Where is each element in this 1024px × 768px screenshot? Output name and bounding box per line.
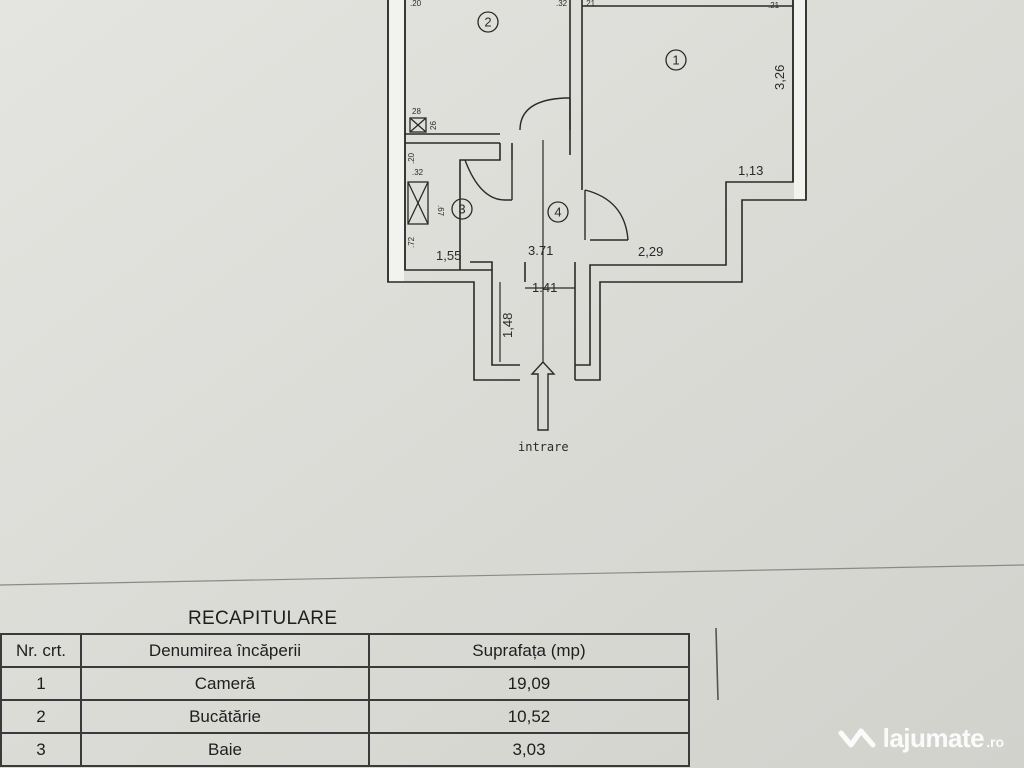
doors [464,97,629,241]
dim-hall-width: 1.41 [532,280,557,295]
lajumate-logo-icon [838,728,876,747]
dim-room1-height: 3,26 [772,65,787,90]
room-number-1: 1 [672,53,679,68]
header-nr: Nr. crt. [0,633,82,668]
room-marker-3 [451,198,473,220]
small-dim: .21 [768,1,780,10]
sheet-fold-line [0,564,1024,586]
watermark-text: lajumate [882,723,985,753]
recap-title: RECAPITULARE [188,608,338,629]
row-name: Cameră [80,666,370,701]
dim-entry-length: 1,48 [500,313,515,338]
row-area: 3,03 [368,732,690,767]
hall-dimension-line [499,140,575,362]
small-dimension-labels: 28 26 .20 .32 .67 .72 .20 .32 .21 .21 [407,0,780,248]
small-dim: .67 [436,205,445,217]
room-markers: 2 1 3 4 [451,11,687,223]
small-dim: 28 [412,107,421,116]
row-nr: 3 [0,732,82,767]
dimension-labels: 3,26 1,13 2,29 3.71 1.41 1,48 1,55 [436,65,787,338]
dim-bath-width: 1,55 [436,248,461,263]
walls-outline [387,0,807,282]
header-area: Suprafața (mp) [368,633,690,668]
dim-room1-step: 1,13 [738,163,763,178]
row-area: 19,09 [368,666,690,701]
row-name: Baie [80,732,370,767]
room-number-4: 4 [554,205,561,220]
table-row: 3 Baie 3,03 [0,732,690,767]
ventilation-shafts [407,117,429,225]
small-dim: .21 [584,0,596,8]
small-dim: 26 [429,121,438,130]
table-edge-right [715,627,719,701]
small-dim: .32 [412,168,424,177]
room-marker-2 [477,11,499,33]
row-area: 10,52 [368,699,690,734]
entry-arrow-icon [530,360,556,431]
wall-fill [389,0,805,281]
row-nr: 1 [0,666,82,701]
room-marker-1 [665,49,687,71]
watermark: lajumate .ro [837,723,1004,754]
dim-room1-width: 2,29 [638,244,663,259]
small-dim: .32 [556,0,568,8]
recap-table: Nr. crt. Denumirea încăperii Suprafața (… [0,633,690,767]
room-number-2: 2 [484,15,491,30]
room-marker-4 [547,201,569,223]
row-name: Bucătărie [80,699,370,734]
dim-hall-length: 3.71 [528,243,553,258]
table-header-row: Nr. crt. Denumirea încăperii Suprafața (… [0,633,690,668]
entrance-label: intrare [518,440,569,454]
row-nr: 2 [0,699,82,734]
table-row: 1 Cameră 19,09 [0,666,690,701]
header-room-name: Denumirea încăperii [80,633,370,668]
watermark-suffix: .ro [986,733,1004,750]
small-dim: .20 [410,0,422,8]
small-dim: .72 [407,236,416,248]
room-number-3: 3 [458,202,465,217]
small-dim: .20 [407,152,416,164]
table-row: 2 Bucătărie 10,52 [0,699,690,734]
